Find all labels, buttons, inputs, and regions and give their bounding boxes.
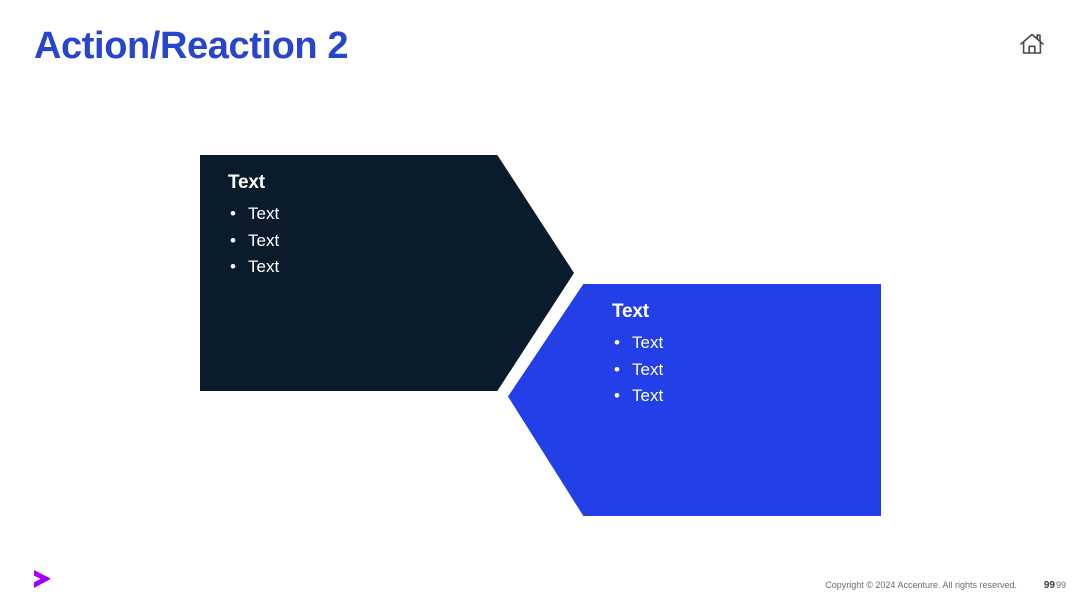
bullet-icon: •	[614, 386, 620, 406]
list-item: • Text	[228, 201, 279, 228]
chevron-content-reaction: Text • Text • Text • Text	[612, 300, 663, 410]
page-number-current: 99	[1043, 580, 1055, 591]
list-item-label: Text	[248, 203, 280, 223]
chevron-shape-action: Text • Text • Text • Text	[200, 155, 574, 391]
bullet-icon: •	[230, 257, 236, 277]
chevron-shape-reaction: Text • Text • Text • Text	[508, 284, 881, 516]
list-item-label: Text	[248, 257, 280, 277]
list-item-label: Text	[632, 386, 664, 406]
chevron-heading-reaction: Text	[612, 301, 649, 322]
home-icon[interactable]	[1014, 27, 1050, 61]
page-number-total: 99	[1055, 580, 1066, 590]
bullet-icon: •	[614, 332, 620, 352]
accenture-chevron-logo-icon	[31, 567, 59, 591]
list-item: • Text	[612, 357, 663, 384]
list-item: • Text	[612, 383, 663, 410]
bullet-icon: •	[230, 230, 236, 250]
list-item-label: Text	[632, 332, 664, 352]
list-item: • Text	[228, 228, 279, 255]
list-item-label: Text	[248, 230, 280, 250]
chevron-bullet-list-action: • Text • Text • Text	[228, 201, 279, 282]
bullet-icon: •	[230, 203, 236, 223]
chevron-bullet-list-reaction: • Text • Text • Text	[612, 330, 663, 411]
chevron-heading-action: Text	[228, 172, 265, 193]
chevron-content-action: Text • Text • Text • Text	[228, 171, 279, 281]
footer-page-number: 9999	[1044, 580, 1066, 591]
footer-copyright: Copyright © 2024 Accenture. All rights r…	[825, 580, 1017, 590]
list-item: • Text	[228, 254, 279, 281]
bullet-icon: •	[614, 359, 620, 379]
list-item: • Text	[612, 330, 663, 357]
page-title: Action/Reaction 2	[34, 25, 349, 67]
list-item-label: Text	[632, 359, 664, 379]
